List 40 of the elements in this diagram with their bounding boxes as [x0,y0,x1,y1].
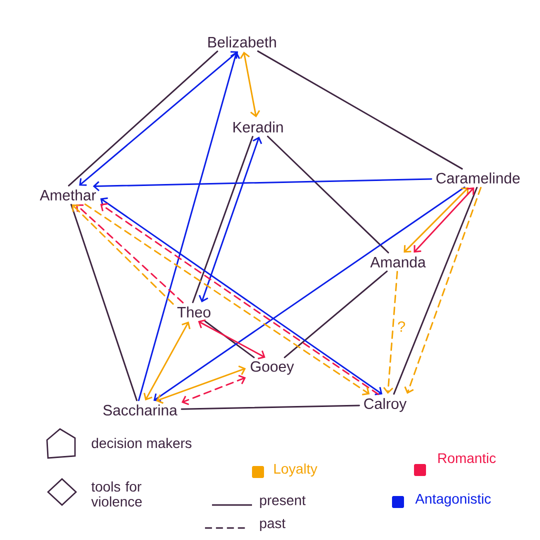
arrow [198,136,262,302]
arrow [138,52,240,402]
arrow [153,186,466,402]
arrow [144,322,190,400]
arrow [92,178,432,192]
connector-line [204,320,255,358]
legend-label: tools for violence [91,481,142,507]
name-label: Belizabeth [208,36,276,48]
arrow [198,319,266,360]
name-label: Amanda [370,256,426,268]
connector-line [68,50,218,186]
legend-label: decision makers [92,438,192,448]
connector-line [180,404,360,410]
arrow [79,51,238,186]
arrow [404,187,469,253]
connector-line [284,270,388,358]
arrow [383,270,398,394]
arrow [404,186,482,394]
name-label: Keradin [233,122,283,132]
name-label: Caramelinde [436,172,520,184]
legend-label: Romantic [438,452,496,464]
legend-label: present [260,496,306,508]
connector-line [192,136,254,304]
name-label: Amethar [40,190,96,200]
connector-line [266,136,390,254]
name-label: Calroy [364,398,407,412]
legend-label: Loyalty [274,464,318,476]
arrow [240,52,260,118]
connector-line [257,50,463,170]
name-label: Theo [177,306,210,318]
connector-line [70,204,138,402]
legend-label: Antagonistic [415,494,491,506]
arrow [182,374,246,406]
edge-label: ? [398,321,406,332]
name-label: Gooey [250,361,294,375]
arrow [414,187,474,253]
connector-line [393,186,478,395]
arrow [156,366,246,404]
legend-label: past [260,519,286,531]
name-label: Saccharina [103,404,178,416]
